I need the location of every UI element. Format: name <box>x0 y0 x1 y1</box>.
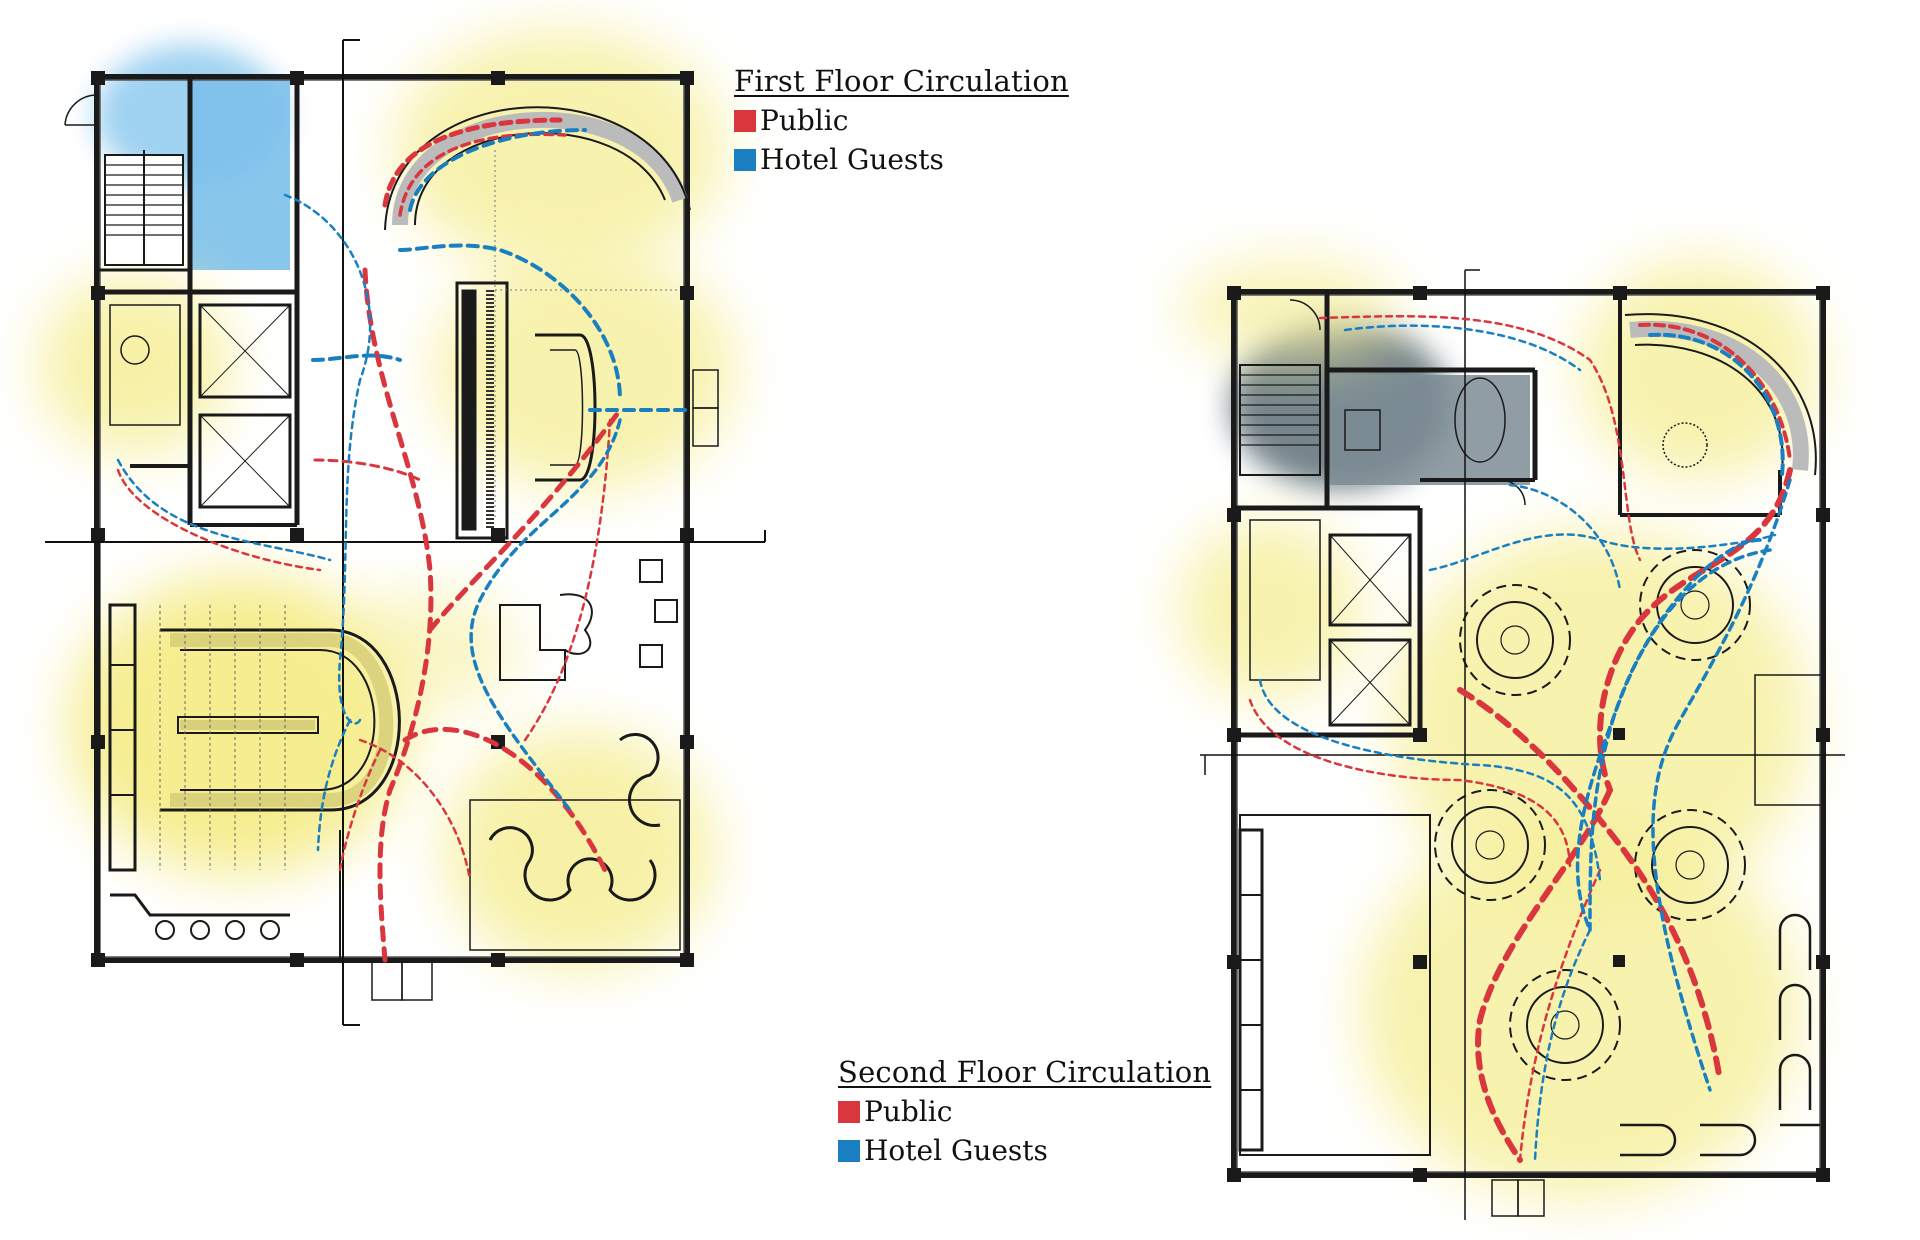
legend-item-hotel-guests: Hotel Guests <box>838 1134 1211 1167</box>
second-floor-doors <box>1289 299 1545 1217</box>
first-floor-title: First Floor Circulation <box>734 64 1069 98</box>
second-floor-section-lines <box>1200 269 1845 1220</box>
first-floor-walls <box>94 74 691 963</box>
public-swatch <box>838 1100 860 1123</box>
legend-label-hotel-guests: Hotel Guests <box>864 1134 1048 1167</box>
legend-label-hotel-guests: Hotel Guests <box>760 143 944 176</box>
legend-item-public: Public <box>734 104 1069 137</box>
second-floor-guest-routes <box>1258 324 1792 1162</box>
hotel-guests-swatch <box>838 1139 860 1162</box>
first-floor-section-lines <box>45 39 766 1026</box>
second-floor-highlights <box>1180 260 1820 1200</box>
hotel-guests-swatch <box>734 148 756 171</box>
second-floor-legend: Second Floor Circulation Public Hotel Gu… <box>838 1055 1211 1167</box>
legend-label-public: Public <box>760 104 849 137</box>
second-floor-public-routes <box>1248 315 1793 1163</box>
second-floor-columns <box>1227 286 1830 1182</box>
public-swatch <box>734 109 756 132</box>
legend-label-public: Public <box>864 1095 953 1128</box>
first-floor-doors <box>64 94 719 1001</box>
first-floor-plan <box>40 30 766 1026</box>
first-floor-legend: First Floor Circulation Public Hotel Gue… <box>734 64 1069 176</box>
second-floor-title: Second Floor Circulation <box>838 1055 1212 1089</box>
legend-item-public: Public <box>838 1095 1211 1128</box>
first-floor-columns <box>91 71 694 967</box>
first-floor-guest-routes <box>116 128 692 852</box>
legend-item-hotel-guests: Hotel Guests <box>734 143 1069 176</box>
second-floor-plan <box>1180 260 1845 1220</box>
